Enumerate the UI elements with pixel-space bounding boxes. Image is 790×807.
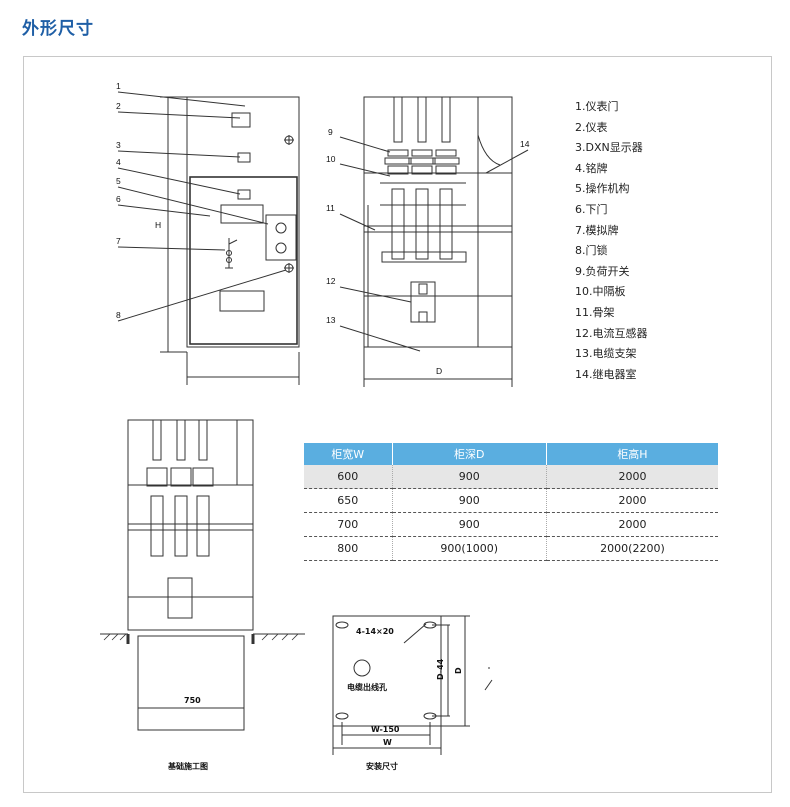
legend-item: 9.负荷开关 [575,264,630,278]
d-minus-label: D-44 [436,658,445,680]
callout-12: 12 [326,276,336,286]
table-cell: 900 [392,512,547,537]
foundation-caption: 基础施工图 [167,761,208,771]
hole-label: 4-14×20 [356,627,394,636]
legend-item: 1.仪表门 [575,100,619,113]
callout-4: 4 [116,157,121,167]
side-view-drawing [339,96,529,387]
table-row: 700 900 2000 [304,512,718,537]
legend-item: 14.继电器室 [575,367,637,381]
callout-10: 10 [326,154,336,164]
callout-8: 8 [116,310,121,320]
table-row: 650 900 2000 [304,488,718,513]
table-header-row: 柜宽W 柜深D 柜高H [304,443,718,465]
w-label: W [383,738,392,747]
legend-item: 8.门锁 [575,244,608,258]
install-drawing [332,615,493,755]
legend-item: 12.电流互感器 [575,326,648,340]
w-minus-label: W-150 [371,725,400,734]
table-cell: 900(1000) [392,536,547,561]
callout-6: 6 [116,194,121,204]
front-view-drawing [117,91,300,385]
foundation-drawing [100,419,305,731]
table-cell: 650 [304,488,393,513]
install-caption: 安装尺寸 [366,761,398,771]
foundation-dimension: 750 [184,696,201,705]
table-cell: 900 [392,488,547,513]
table-cell: 2000(2200) [546,536,718,561]
table-cell: 2000 [546,512,718,537]
section-title: 外形尺寸 [22,19,94,39]
header-width: 柜宽W [304,443,393,465]
callout-5: 5 [116,176,121,186]
table-row: 800 900(1000) 2000(2200) [304,536,718,561]
dimension-spec-table: 柜宽W 柜深D 柜高H 600 900 2000 650 900 2000 70… [304,443,718,561]
callout-14: 14 [520,139,530,149]
legend-item: 7.模拟牌 [575,223,619,237]
legend-item: 2.仪表 [575,120,608,134]
table-cell: 900 [392,465,547,489]
callout-1: 1 [116,81,121,91]
legend-item: 3.DXN显示器 [575,141,643,155]
table-cell: 2000 [546,488,718,513]
table-cell: 800 [304,536,393,561]
legend-item: 6.下门 [575,202,608,216]
legend-item: 11.骨架 [575,305,615,319]
legend-item: 5.操作机构 [575,182,630,196]
callout-7: 7 [116,236,121,246]
table-cell: 2000 [546,465,718,489]
callout-9: 9 [328,127,333,137]
legend-item: 13.电缆支架 [575,347,637,361]
legend-item: 10.中隔板 [575,285,626,299]
callout-13: 13 [326,315,336,325]
callout-3: 3 [116,140,121,150]
cable-hole-label: 电缆出线孔 [347,682,387,692]
parts-legend: 1.仪表门 2.仪表 3.DXN显示器 4.铭牌 5.操作机构 6.下门 7.模… [575,97,648,385]
table-row: 600 900 2000 [304,465,718,489]
height-label: H [155,220,161,230]
legend-item: 4.铭牌 [575,161,608,175]
callout-2: 2 [116,101,121,111]
depth-label: D [436,366,442,376]
header-depth: 柜深D [392,443,547,465]
d-label: D [454,667,463,674]
table-cell: 600 [304,465,393,489]
header-height: 柜高H [546,443,718,465]
table-cell: 700 [304,512,393,537]
content-frame [23,56,772,793]
callout-11: 11 [326,203,335,213]
